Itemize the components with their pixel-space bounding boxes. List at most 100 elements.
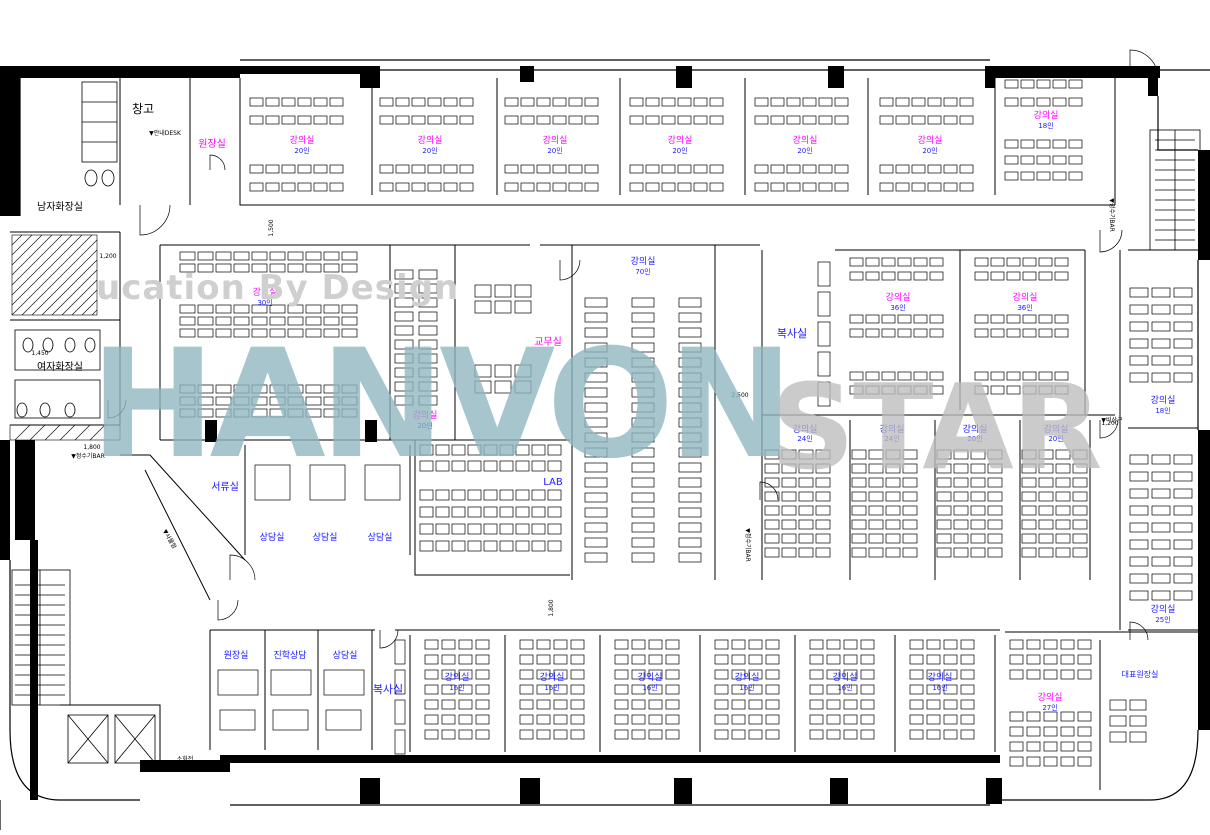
desk bbox=[1173, 488, 1193, 499]
desk bbox=[435, 489, 450, 501]
desk bbox=[1004, 139, 1019, 149]
desk bbox=[953, 463, 969, 474]
desk bbox=[217, 669, 259, 696]
desk bbox=[459, 115, 474, 125]
desk bbox=[305, 251, 322, 261]
door-swing bbox=[1099, 419, 1119, 439]
desk bbox=[251, 304, 268, 314]
desk bbox=[851, 533, 867, 544]
desk bbox=[584, 297, 608, 308]
desk bbox=[519, 714, 534, 725]
desk bbox=[868, 547, 884, 558]
svg-text:강의실: 강의실 bbox=[735, 672, 760, 683]
desk bbox=[1109, 731, 1127, 743]
desk bbox=[1173, 338, 1193, 349]
desk bbox=[341, 384, 358, 394]
svg-text:강의실: 강의실 bbox=[886, 292, 911, 303]
desk bbox=[943, 684, 958, 695]
desk bbox=[885, 449, 901, 460]
desk bbox=[943, 182, 958, 192]
desk bbox=[631, 669, 646, 680]
desk bbox=[770, 164, 785, 174]
desk bbox=[1060, 639, 1075, 650]
desk bbox=[936, 519, 952, 530]
desk bbox=[1021, 477, 1037, 488]
door-swing bbox=[1099, 229, 1123, 253]
desk bbox=[936, 533, 952, 544]
dimension-label-6: 1,800 bbox=[548, 599, 555, 616]
men-restroom-label: 남자화장실 bbox=[37, 201, 83, 213]
desk bbox=[305, 396, 322, 406]
desk bbox=[665, 654, 680, 665]
svg-text:20인: 20인 bbox=[294, 146, 309, 155]
desk bbox=[781, 547, 797, 558]
desk bbox=[678, 417, 702, 428]
desk bbox=[584, 462, 608, 473]
desk bbox=[584, 97, 599, 107]
desk bbox=[1043, 756, 1058, 767]
desk bbox=[251, 408, 268, 418]
desk bbox=[520, 164, 535, 174]
desk bbox=[1151, 355, 1171, 366]
desk bbox=[419, 460, 434, 472]
desk bbox=[970, 491, 986, 502]
desk bbox=[926, 654, 941, 665]
desk bbox=[990, 371, 1005, 381]
desk bbox=[474, 300, 492, 314]
desk bbox=[1026, 639, 1041, 650]
desk bbox=[435, 506, 450, 518]
desk bbox=[329, 97, 344, 107]
desk bbox=[1026, 669, 1041, 680]
desk bbox=[902, 477, 918, 488]
desk bbox=[287, 384, 304, 394]
desk bbox=[990, 385, 1005, 395]
desk bbox=[1021, 505, 1037, 516]
desk bbox=[929, 271, 944, 281]
desk bbox=[1077, 669, 1092, 680]
desk bbox=[714, 639, 729, 650]
desk bbox=[885, 491, 901, 502]
desk bbox=[1151, 522, 1171, 533]
desk bbox=[953, 519, 969, 530]
principal-lower-label: 원장실 bbox=[224, 650, 249, 661]
desk bbox=[960, 714, 975, 725]
desk bbox=[1004, 97, 1019, 107]
desk bbox=[1151, 321, 1171, 332]
copy-room-upper-label: 복사실 bbox=[777, 327, 807, 340]
desk bbox=[215, 408, 232, 418]
desk bbox=[394, 269, 414, 280]
desk bbox=[483, 540, 498, 552]
desk bbox=[536, 729, 551, 740]
desk bbox=[536, 684, 551, 695]
desk bbox=[677, 182, 692, 192]
desk bbox=[970, 505, 986, 516]
desk bbox=[467, 506, 482, 518]
desk bbox=[614, 714, 629, 725]
faculty-label: 교무실 bbox=[534, 336, 562, 348]
desk bbox=[764, 533, 780, 544]
desk bbox=[1026, 756, 1041, 767]
desk bbox=[879, 182, 894, 192]
desk bbox=[1006, 371, 1021, 381]
desk bbox=[809, 729, 824, 740]
desk bbox=[313, 164, 328, 174]
desk bbox=[781, 533, 797, 544]
desk bbox=[926, 684, 941, 695]
door-swing bbox=[1129, 49, 1159, 79]
desk bbox=[1026, 726, 1041, 737]
desk bbox=[614, 639, 629, 650]
desk bbox=[179, 384, 196, 394]
desk bbox=[748, 714, 763, 725]
desk bbox=[418, 325, 438, 336]
svg-text:강의실: 강의실 bbox=[418, 135, 443, 146]
desk bbox=[568, 97, 583, 107]
desk bbox=[215, 316, 232, 326]
desk bbox=[424, 729, 439, 740]
desk bbox=[1055, 505, 1071, 516]
desk bbox=[313, 97, 328, 107]
desk bbox=[902, 533, 918, 544]
desk bbox=[394, 325, 414, 336]
